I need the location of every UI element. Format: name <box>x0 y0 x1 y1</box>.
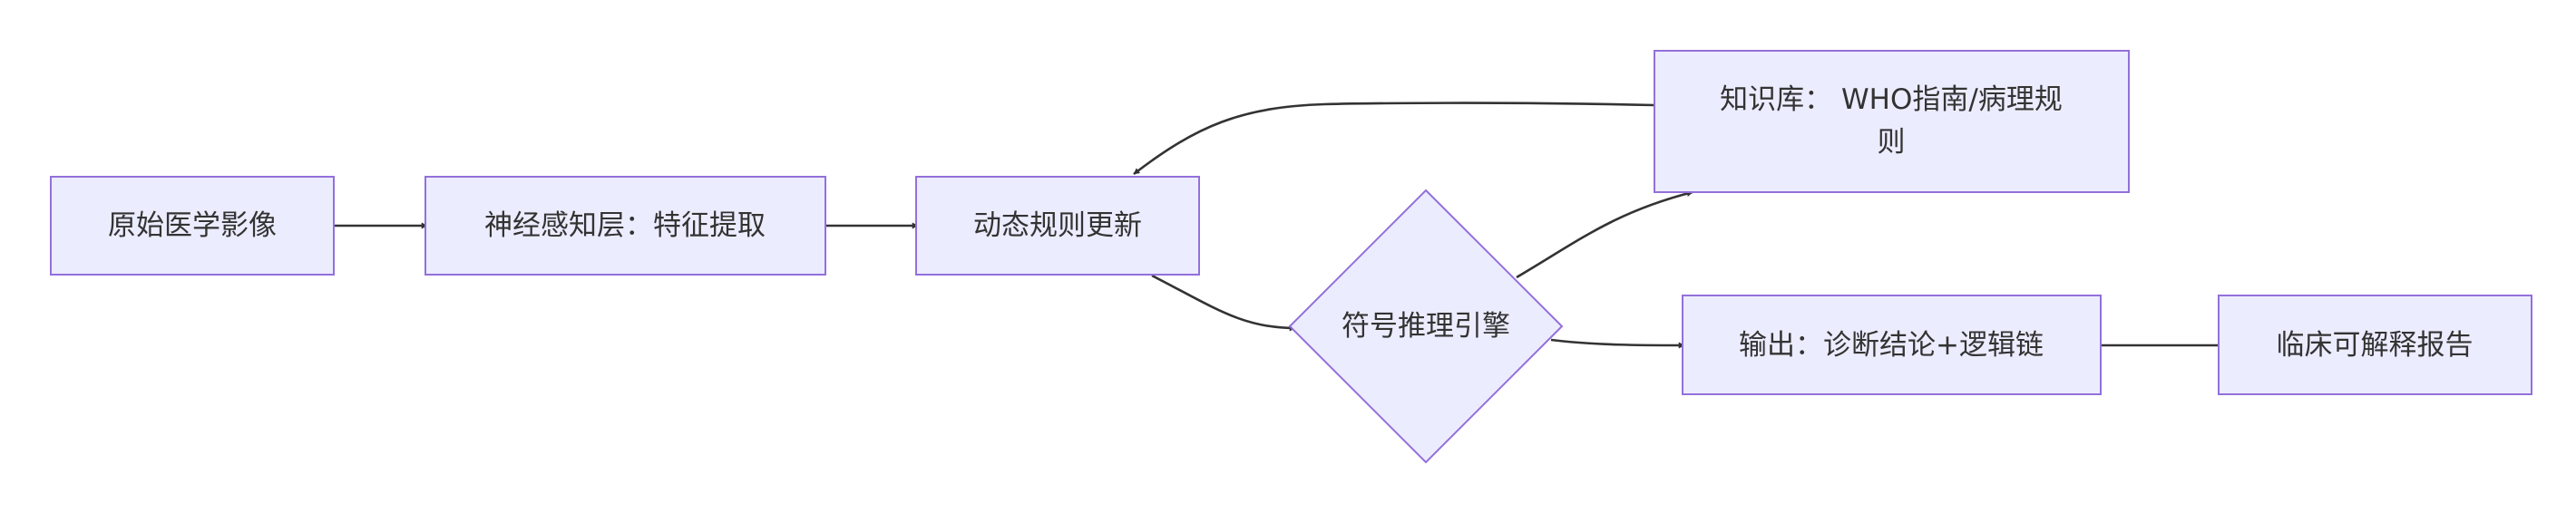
node-knowledge-base-label-line1: 知识库： WHO指南/病理规 <box>1720 83 2063 116</box>
node-neural-layer-box <box>424 176 826 276</box>
node-dynamic-rules-box <box>915 176 1200 276</box>
node-raw-images-box <box>50 176 335 276</box>
node-dynamic-rules-label: 动态规则更新 <box>973 209 1142 242</box>
node-raw-images-label: 原始医学影像 <box>108 209 277 242</box>
node-neural-layer: 神经感知层：特征提取 <box>424 176 826 276</box>
edges <box>334 102 2225 349</box>
node-output-label: 输出：诊断结论+逻辑链 <box>1739 329 2044 362</box>
node-raw-images: 原始医学影像 <box>50 176 335 276</box>
edge-engine-to-knowledge <box>1516 190 1693 279</box>
edge-engine-to-output <box>1550 338 1685 349</box>
node-output-box <box>1682 295 2102 395</box>
node-output: 输出：诊断结论+逻辑链 <box>1682 295 2102 395</box>
node-clinical-report-box <box>2218 295 2532 395</box>
node-clinical-report: 临床可解释报告 <box>2218 295 2532 395</box>
node-knowledge-base: 知识库： WHO指南/病理规 则 <box>1654 50 2130 193</box>
edge-knowledge-to-dynamic <box>1133 102 1655 176</box>
node-symbolic-engine-diamond <box>1288 189 1564 464</box>
node-neural-layer-label: 神经感知层：特征提取 <box>484 209 766 242</box>
node-symbolic-engine-label: 符号推理引擎 <box>1342 310 1510 343</box>
node-clinical-report-label: 临床可解释报告 <box>2277 329 2474 362</box>
node-knowledge-base-box <box>1654 50 2130 193</box>
node-knowledge-base-label-line2: 则 <box>1878 126 1906 159</box>
edge-dynamic-to-engine <box>1151 274 1296 332</box>
node-dynamic-rules: 动态规则更新 <box>915 176 1200 276</box>
node-symbolic-engine: 符号推理引擎 <box>1288 189 1564 464</box>
